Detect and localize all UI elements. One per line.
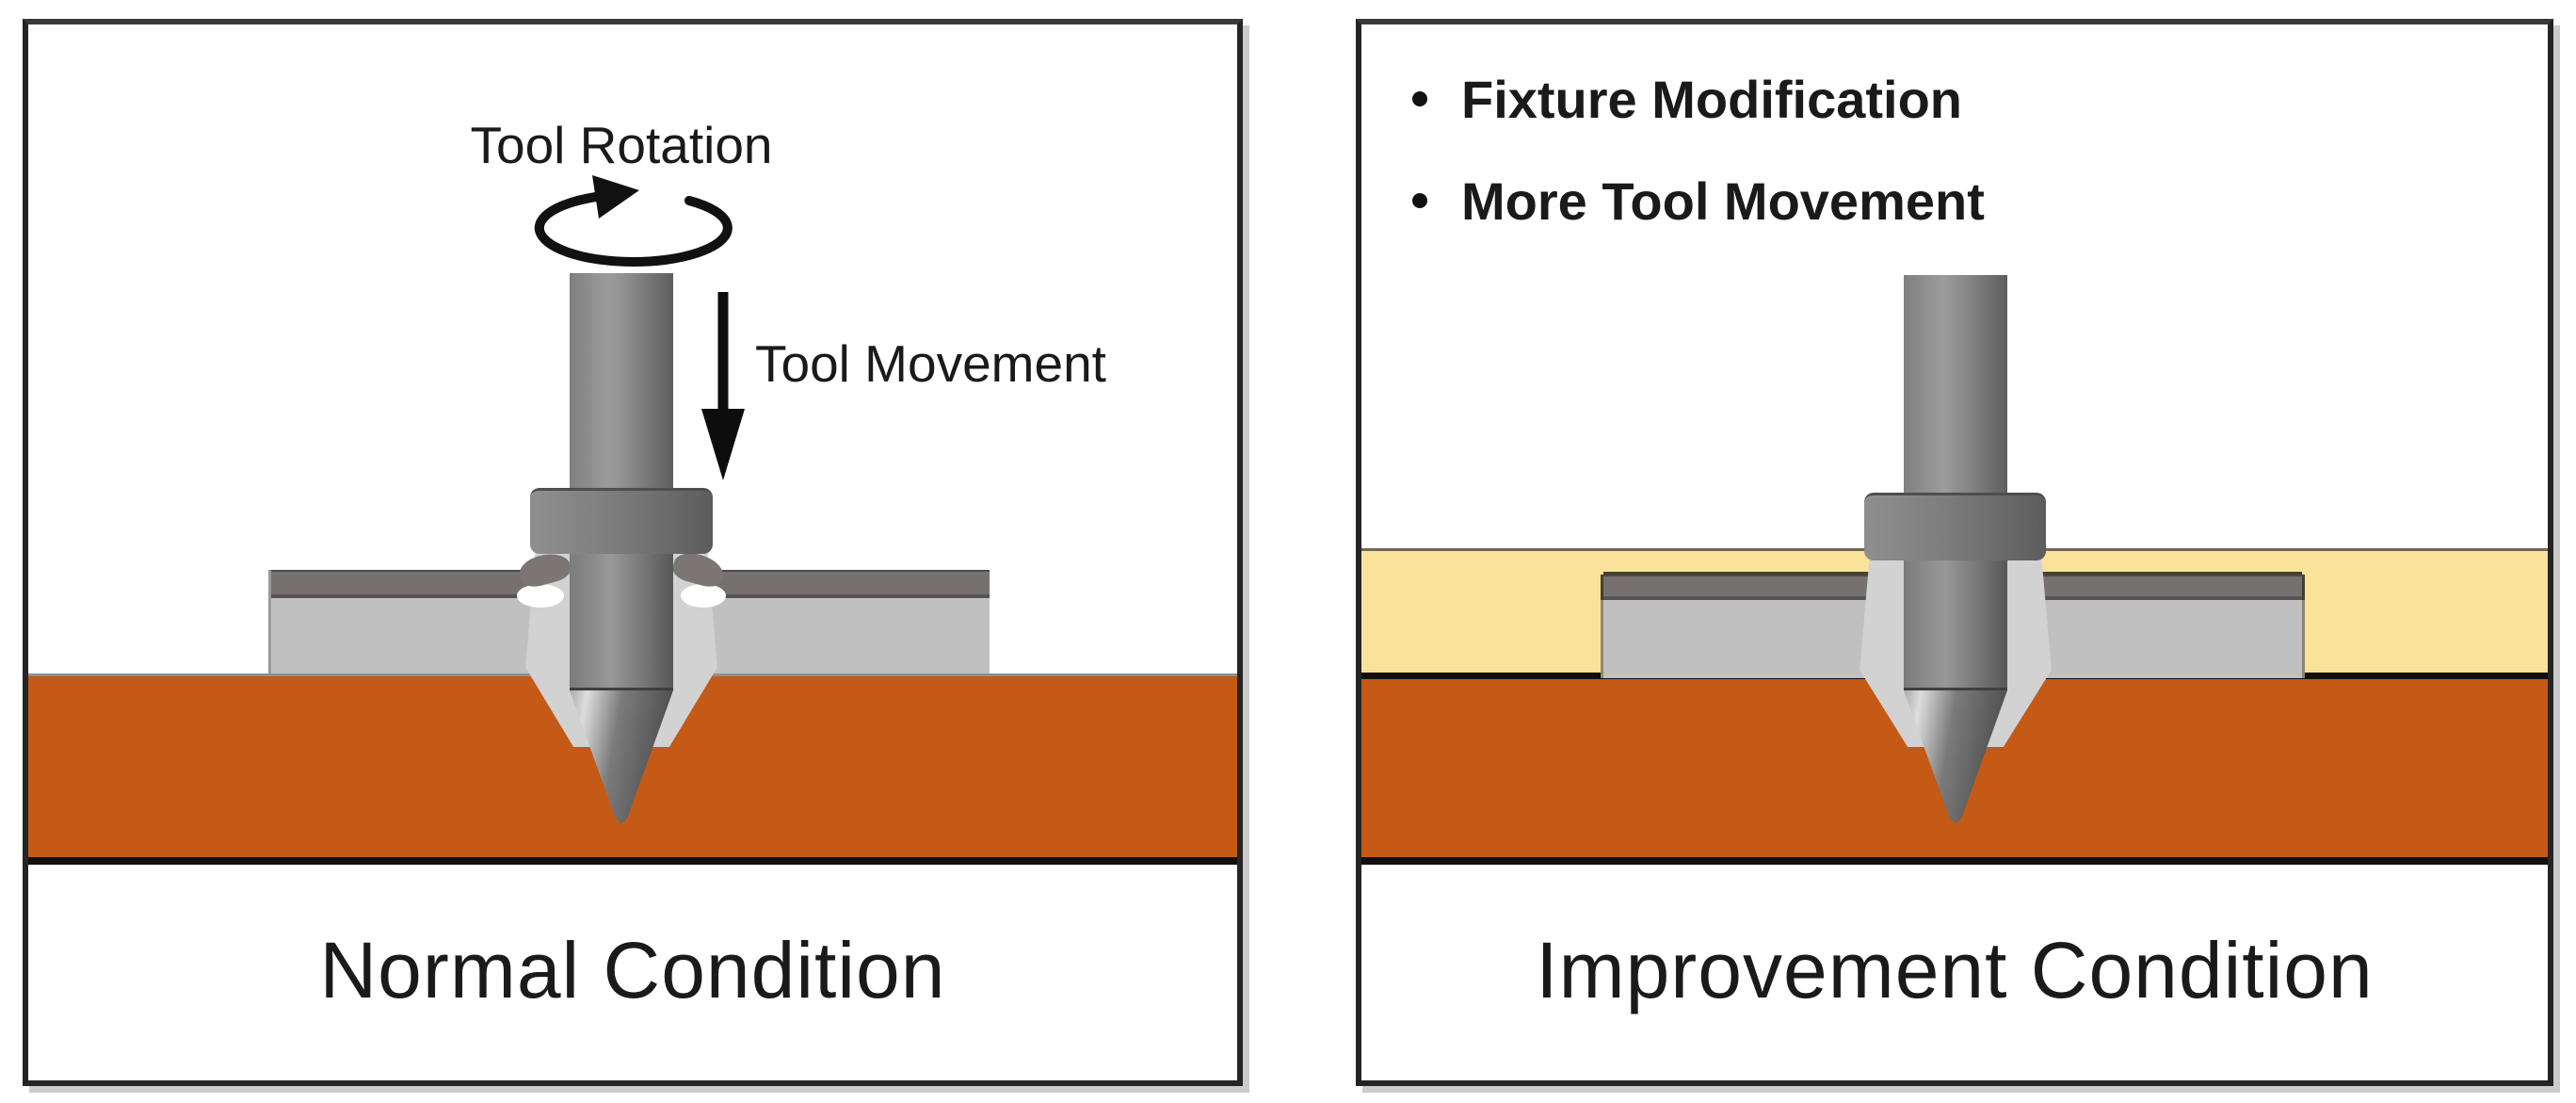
rotation-arrow-icon — [534, 175, 733, 268]
tool-pin — [570, 548, 673, 690]
backing-plate-line — [28, 857, 1237, 865]
improvement-condition-panel: Fixture Modification More Tool Movement … — [1356, 19, 2553, 1086]
bullet-label-more-tool-movement: More Tool Movement — [1461, 170, 1985, 231]
tool-movement-label: Tool Movement — [755, 334, 1106, 393]
down-arrow-icon — [701, 292, 745, 480]
panel-title-improvement: Improvement Condition — [1536, 926, 2374, 1014]
panel-title-normal: Normal Condition — [319, 926, 946, 1014]
tool-pin — [1904, 555, 2007, 690]
tool-shaft — [570, 273, 673, 488]
normal-condition-panel: Tool Rotation Tool Movement Normal Condi… — [23, 19, 1243, 1086]
bullet-list: Fixture Modification More Tool Movement — [1412, 64, 1985, 235]
bullet-icon — [1412, 91, 1427, 106]
bullet-icon — [1412, 193, 1427, 208]
arrows-overlay — [534, 175, 745, 480]
tool-rotation-label: Tool Rotation — [470, 116, 773, 174]
lift-gap-left — [517, 584, 564, 608]
tool-shaft — [1904, 275, 2007, 493]
backing-plate-line — [1361, 857, 2548, 865]
tool-shoulder — [530, 488, 713, 554]
lift-gap-right — [681, 584, 726, 608]
bullet-label-fixture-modification: Fixture Modification — [1461, 69, 1962, 129]
list-item: More Tool Movement — [1412, 166, 1985, 235]
tool-shoulder — [1864, 493, 2046, 560]
list-item: Fixture Modification — [1412, 64, 1985, 134]
